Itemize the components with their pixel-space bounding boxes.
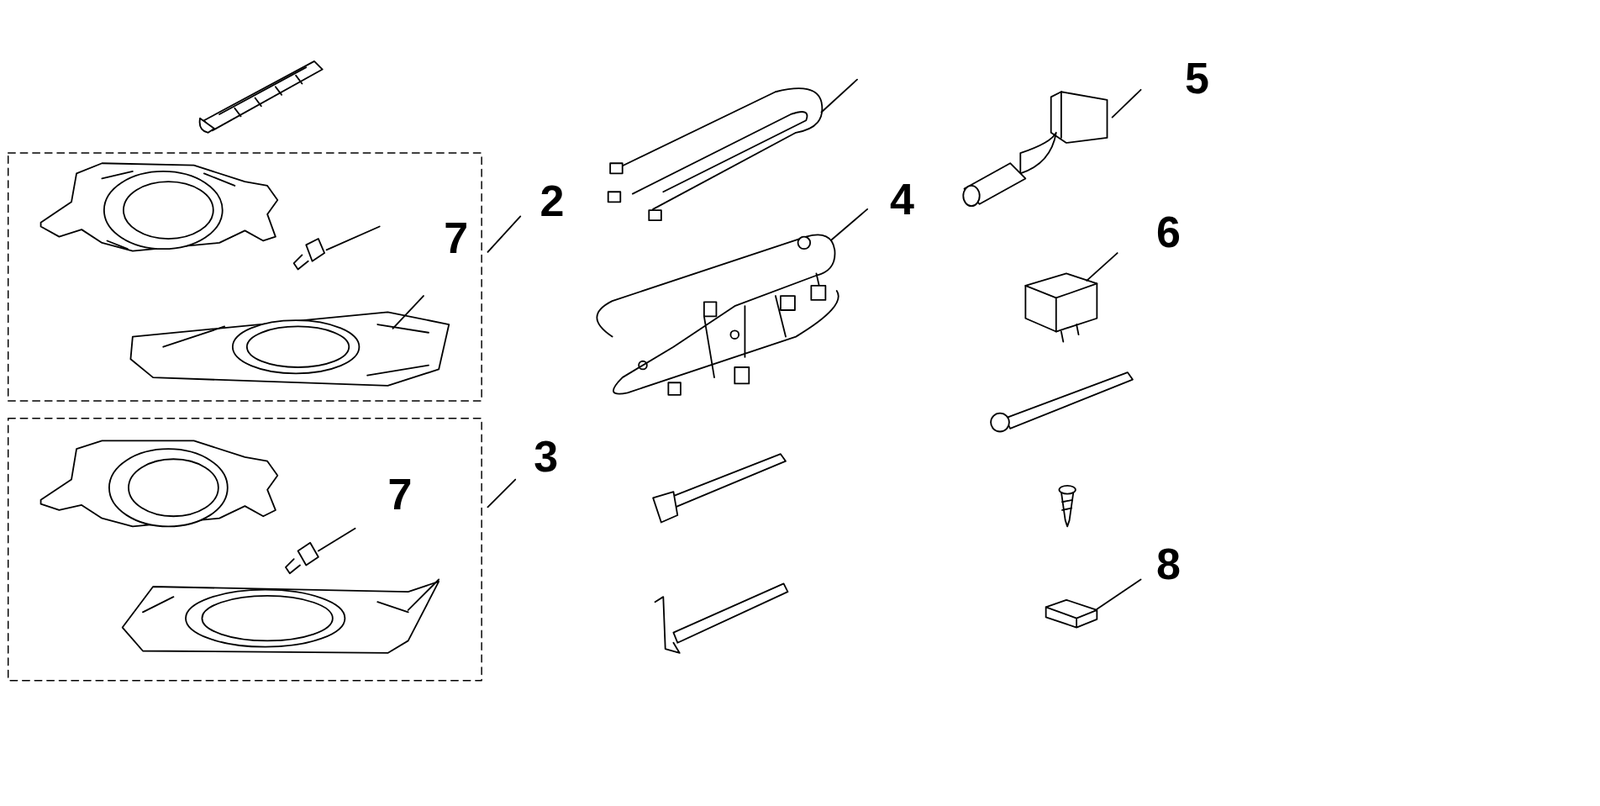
- callout-number: 8: [1156, 542, 1181, 586]
- callout-number: 3: [533, 434, 558, 479]
- callout-number: 7: [443, 215, 469, 260]
- callout-number: 4: [889, 177, 915, 222]
- callout-number: 2: [539, 178, 564, 223]
- callout-number: 6: [1156, 210, 1181, 254]
- callout-number: 5: [1184, 56, 1210, 100]
- callout-number: 7: [388, 472, 413, 516]
